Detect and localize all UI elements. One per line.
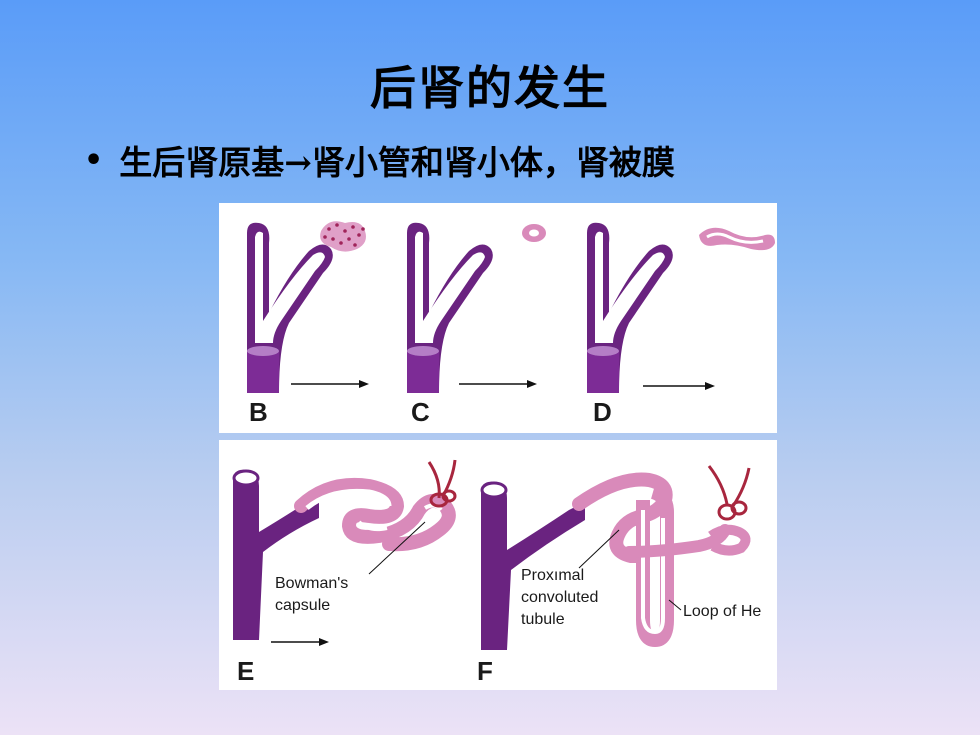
label-proximal-line2: convoluted <box>521 589 598 606</box>
stage-f-illustration: Proxımal convoluted tubule Loop of He F <box>477 465 761 686</box>
stage-b-illustration: B <box>247 221 369 427</box>
stage-label-b: B <box>249 397 268 427</box>
bullet-item: • 生后肾原基→肾小管和肾小体，肾被膜 <box>84 138 675 183</box>
stage-label-c: C <box>411 397 430 427</box>
bullet-icon: • <box>84 142 104 178</box>
stage-e-illustration: Bowman's capsule E <box>232 459 457 686</box>
nephron-late-stages-diagram: Bowman's capsule E Proxımal convoluted <box>232 459 761 686</box>
label-bowmans-line1: Bowman's <box>275 575 348 592</box>
glomerulus-f <box>707 465 751 521</box>
stage-c-illustration: C <box>407 222 546 427</box>
stage-label-d: D <box>593 397 612 427</box>
bullet-text: 生后肾原基→肾小管和肾小体，肾被膜 <box>119 143 675 182</box>
label-proximal-line3: tubule <box>521 611 565 628</box>
nephron-early-stages-diagram: B C D <box>247 221 775 427</box>
glomerulus-e <box>427 459 457 508</box>
stage-d-illustration: D <box>587 222 775 427</box>
diagram-panel-top: B C D <box>219 203 777 433</box>
stage-label-e: E <box>237 656 254 686</box>
slide-title: 后肾的发生 <box>370 61 610 115</box>
label-bowmans-line2: capsule <box>275 597 330 614</box>
label-proximal-line1: Proxımal <box>521 567 584 584</box>
stage-label-f: F <box>477 656 493 686</box>
label-loop-of-henle: Loop of He <box>683 603 761 620</box>
diagram-panel-bottom: Bowman's capsule E Proxımal convoluted <box>219 440 777 690</box>
